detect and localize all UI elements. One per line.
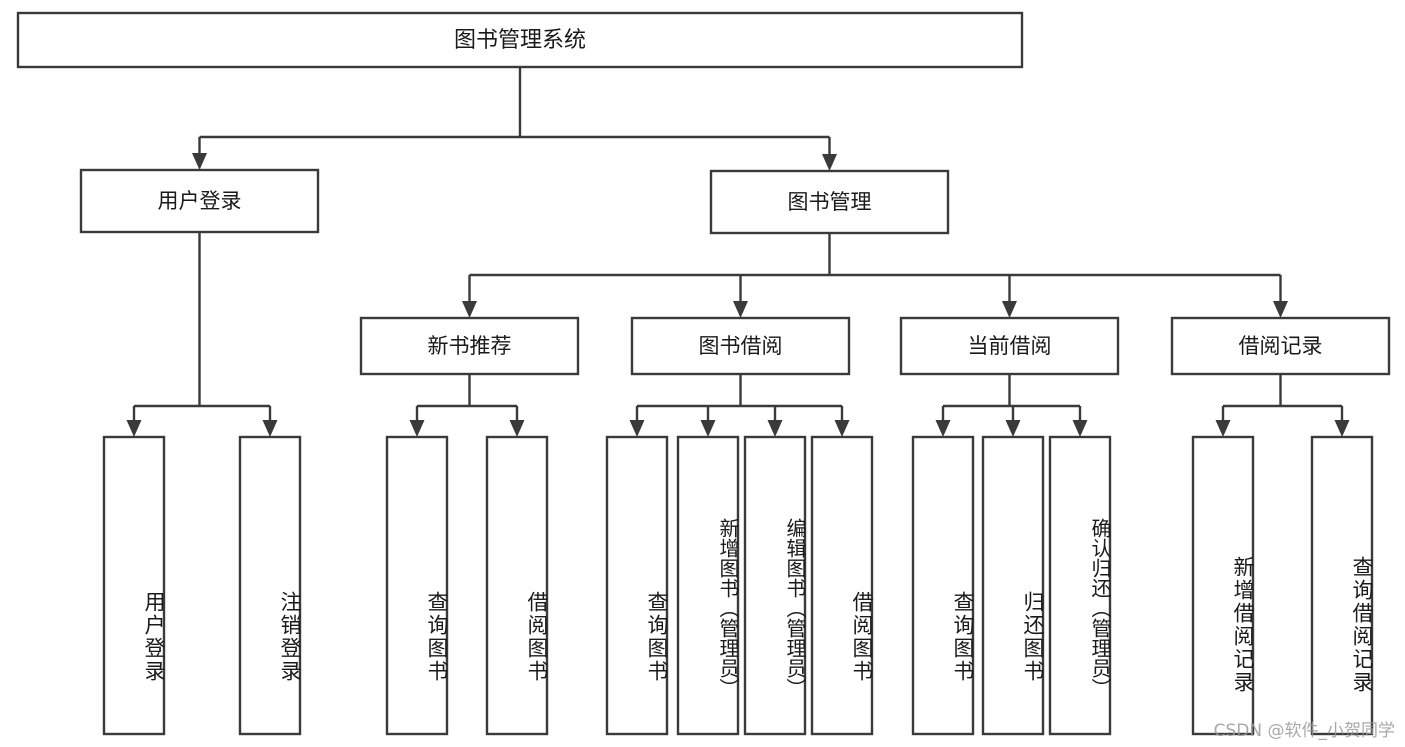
leaf-arrow-9-arrowhead	[1005, 420, 1021, 437]
leaf-node-6[interactable]	[743, 435, 807, 736]
watermark: CSDN @软件_小贺同学	[1213, 721, 1395, 741]
node-level2-1[interactable]	[709, 169, 950, 235]
node-level3-1[interactable]	[630, 316, 851, 376]
leaf-arrow-8-arrowhead	[935, 420, 951, 437]
leaf-node-1[interactable]	[238, 435, 302, 736]
leaf-arrow-0-arrowhead	[126, 420, 142, 437]
leaf-arrow-1-arrowhead	[262, 420, 278, 437]
leaf-arrow-5-arrowhead	[700, 420, 716, 437]
leaf-node-11[interactable]	[1191, 435, 1255, 736]
leaf-node-2[interactable]	[385, 435, 449, 736]
mgmt-to-l3-2-arrowhead	[1002, 301, 1017, 318]
leaf-node-4[interactable]	[605, 435, 669, 736]
node-level2-0-label: 用户登录	[158, 189, 242, 213]
node-level3-2[interactable]	[899, 316, 1120, 376]
leaf-node-0[interactable]	[102, 435, 166, 736]
leaf-node-8[interactable]	[911, 435, 975, 736]
connector-layer	[126, 67, 1350, 437]
leaf-node-9[interactable]	[981, 435, 1045, 736]
node-level3-3-label: 借阅记录	[1239, 334, 1323, 358]
root-to-l2-1-arrowhead	[822, 154, 837, 171]
leaf-node-12[interactable]	[1310, 435, 1374, 736]
leaf-arrow-6-arrowhead	[767, 420, 783, 437]
mgmt-to-l3-0-arrowhead	[462, 301, 477, 318]
leaf-arrow-12-arrowhead	[1334, 420, 1350, 437]
leaf-node-5[interactable]	[676, 435, 740, 736]
leaf-arrow-3-arrowhead	[509, 420, 525, 437]
leaf-node-3[interactable]	[485, 435, 549, 736]
node-root-label: 图书管理系统	[454, 28, 586, 53]
node-level2-1-label: 图书管理	[788, 190, 872, 214]
node-level3-2-label: 当前借阅	[968, 334, 1052, 358]
leaf-arrow-4-arrowhead	[629, 420, 645, 437]
node-level3-3[interactable]	[1170, 316, 1391, 376]
leaf-arrow-10-arrowhead	[1072, 420, 1088, 437]
leaf-arrow-2-arrowhead	[409, 420, 425, 437]
leaf-arrow-11-arrowhead	[1215, 420, 1231, 437]
leaf-arrow-7-arrowhead	[834, 420, 850, 437]
mgmt-to-l3-1-arrowhead	[733, 301, 748, 318]
leaf-node-7[interactable]	[810, 435, 874, 736]
root-to-l2-0-arrowhead	[192, 153, 207, 170]
node-level2-0[interactable]	[79, 168, 320, 234]
mgmt-to-l3-3-arrowhead	[1273, 301, 1288, 318]
node-level3-0-label: 新书推荐	[428, 334, 512, 358]
node-root[interactable]	[16, 11, 1024, 69]
node-level3-0[interactable]	[359, 316, 580, 376]
leaf-node-10[interactable]	[1048, 435, 1112, 736]
node-level3-1-label: 图书借阅	[699, 334, 783, 358]
